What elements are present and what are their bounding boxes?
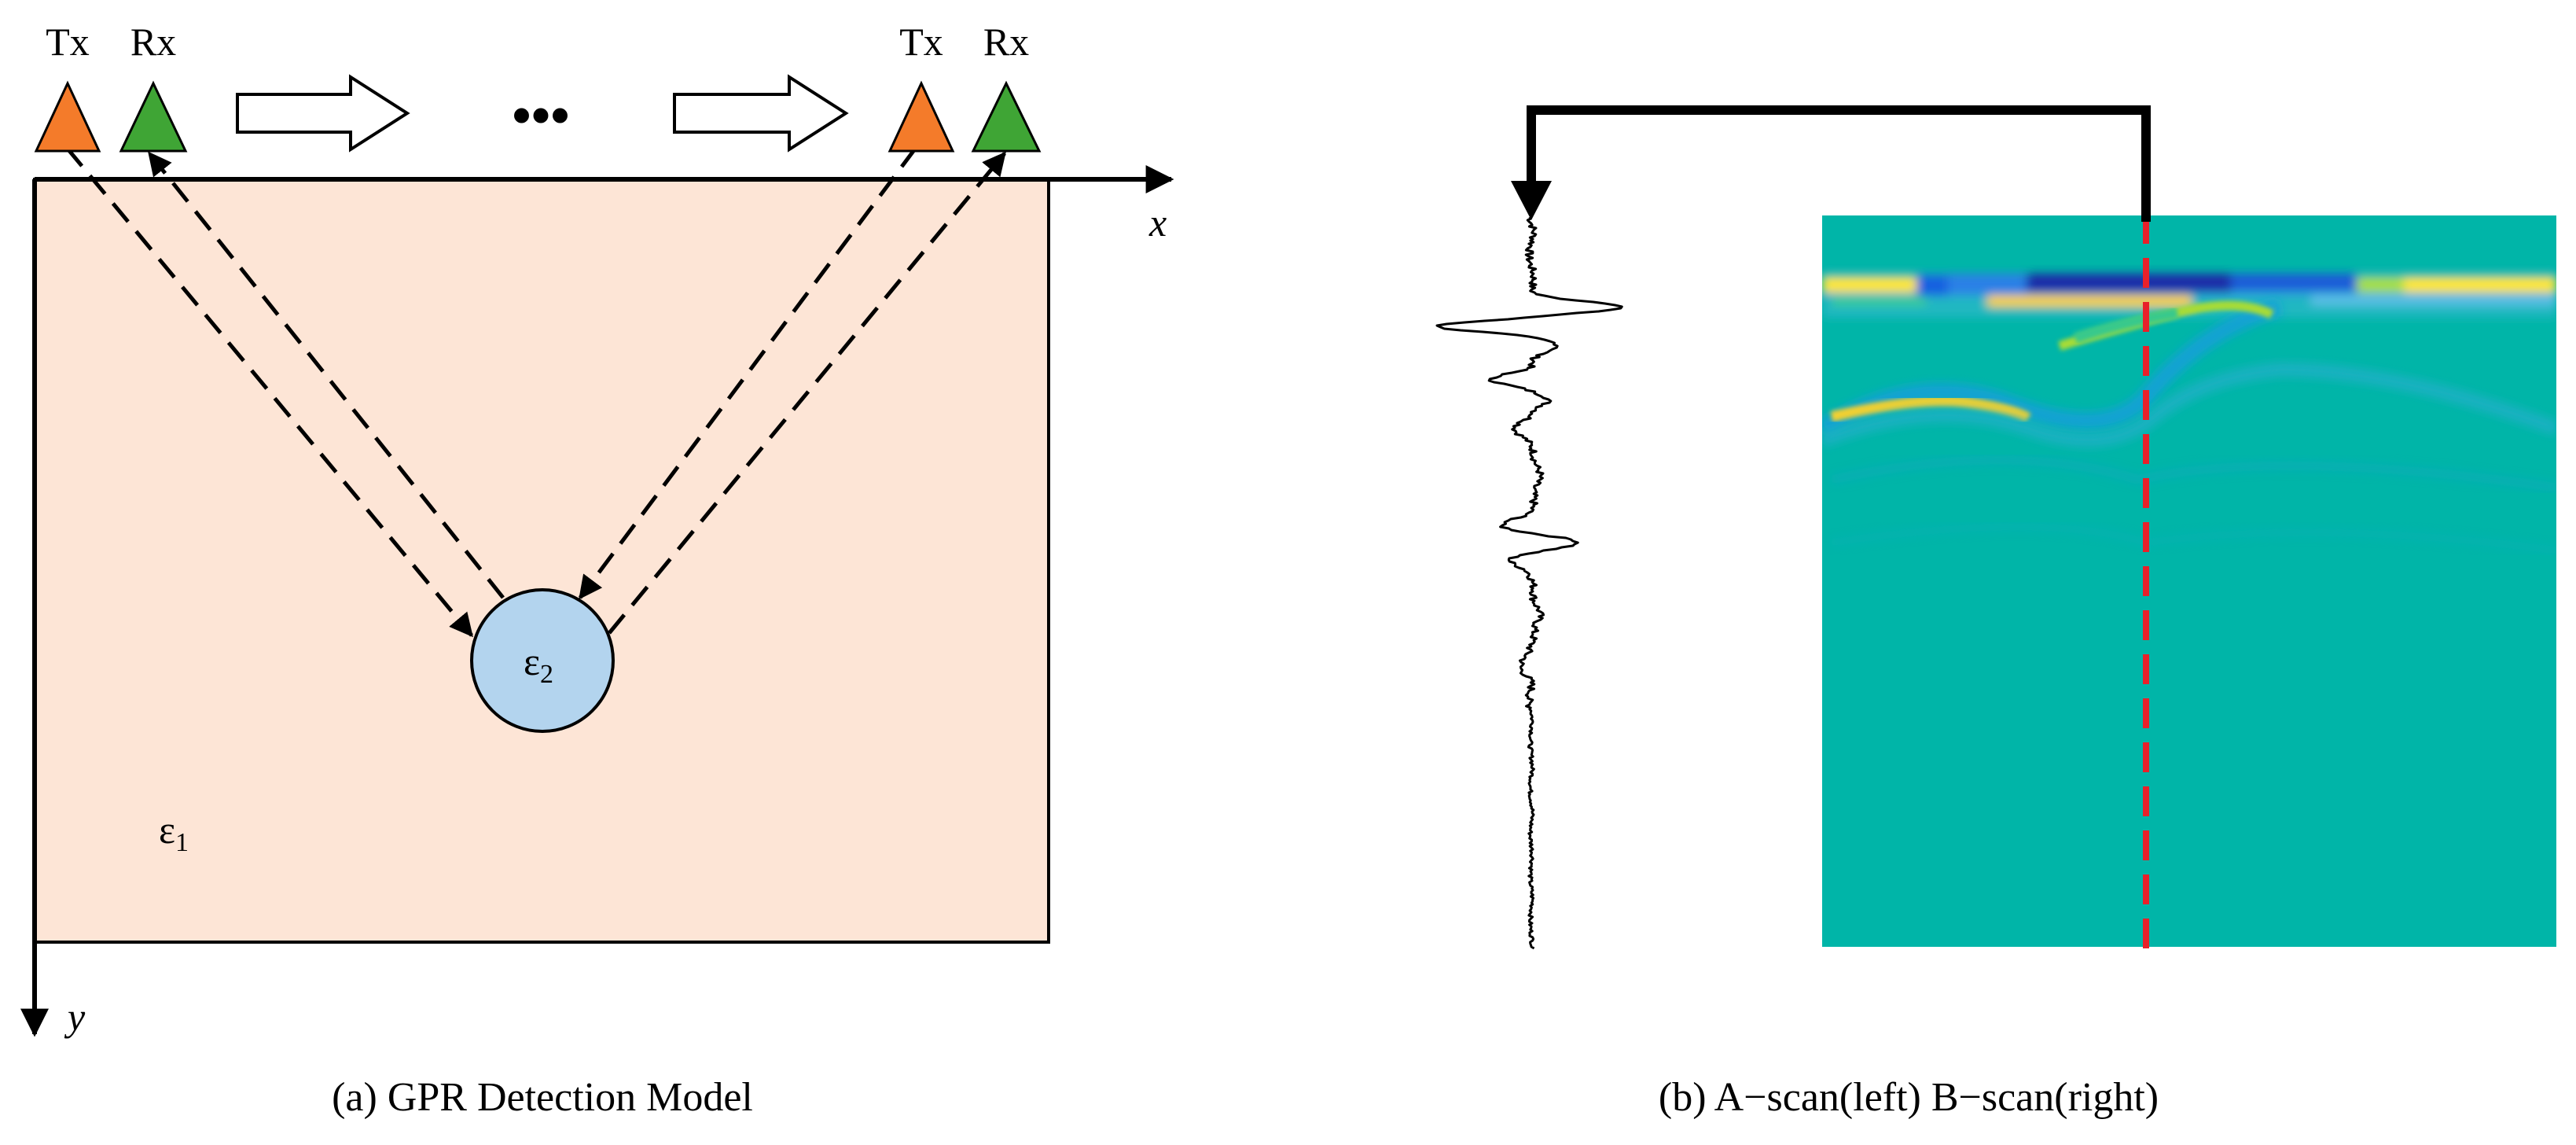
buried-target	[470, 588, 615, 733]
trace-extraction-arrowhead	[1511, 181, 1552, 220]
medium-permittivity: ε1	[159, 808, 189, 857]
ray-left-incident	[65, 146, 473, 638]
scan-ellipsis: •••	[512, 86, 570, 146]
trace-extraction-arrow	[1527, 105, 2151, 222]
medium-region	[33, 178, 1050, 944]
x-axis-label: x	[1148, 201, 1167, 245]
movement-arrow-left	[236, 74, 410, 153]
ray-right-incident	[578, 146, 918, 600]
rx-antenna-left	[119, 80, 188, 153]
panel-b-caption: (b) A−scan(left) B−scan(right)	[1659, 1075, 2159, 1120]
tx-label-left: Tx	[46, 20, 90, 64]
bscan-image	[1822, 215, 2556, 947]
panel-a-caption: (a) GPR Detection Model	[332, 1075, 753, 1120]
tx-label-right: Tx	[899, 20, 943, 64]
movement-arrow-right	[673, 74, 849, 153]
rx-label-left: Rx	[130, 20, 176, 64]
rx-label-right: Rx	[983, 20, 1029, 64]
panel-a-gpr-model: x y ε2 ε1 Tx Rx Tx Rx ••• (a) GPR Detect…	[20, 20, 1174, 1120]
target-permittivity: ε2	[524, 639, 553, 689]
tx-antenna-left	[34, 80, 101, 153]
ray-right-reflected	[608, 151, 1006, 635]
y-axis-label: y	[64, 995, 86, 1039]
ascan-waveform	[1435, 216, 1623, 950]
panel-b-scans: (b) A−scan(left) B−scan(right)	[1435, 105, 2556, 1120]
tx-antenna-right	[887, 80, 955, 153]
ray-left-reflected	[148, 151, 505, 599]
rx-antenna-right	[971, 80, 1042, 153]
